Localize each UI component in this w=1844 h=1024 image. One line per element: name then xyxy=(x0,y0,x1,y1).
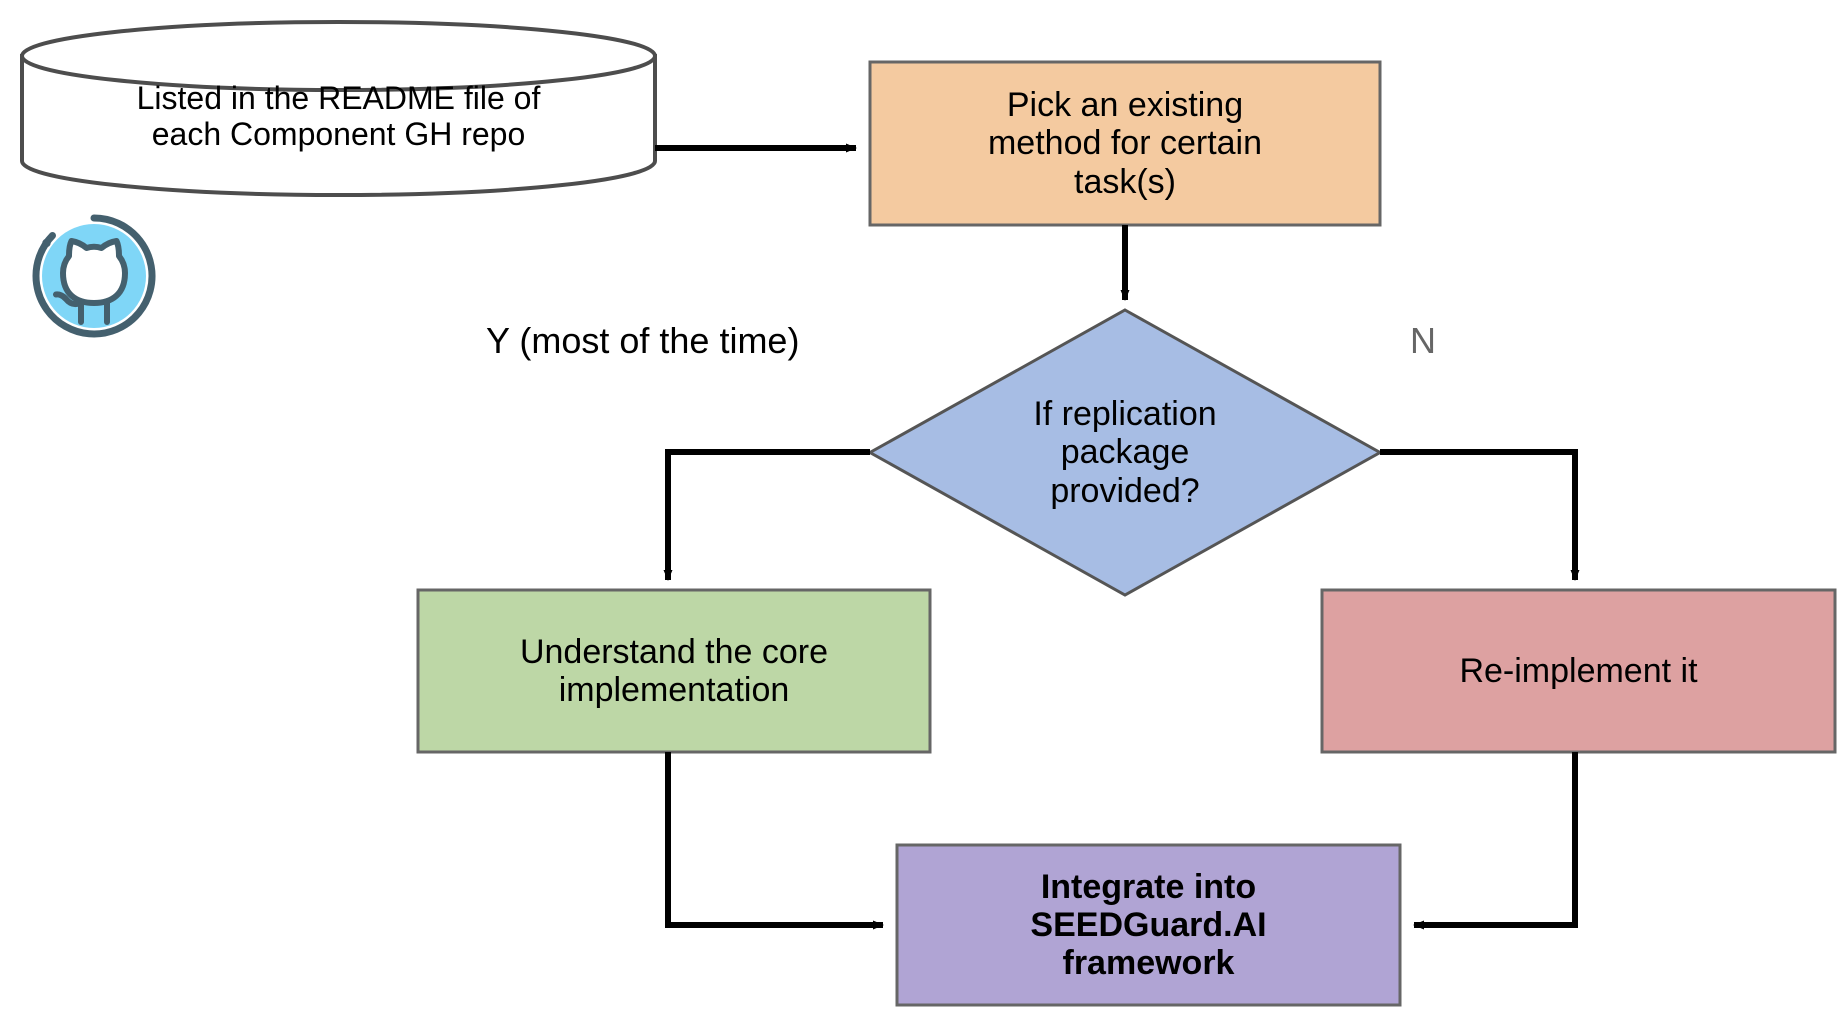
edge-core-to-integrate xyxy=(665,752,884,930)
edge-label-no: N xyxy=(1410,320,1436,361)
edge-decision-no xyxy=(1380,449,1580,581)
node-understand-core[interactable] xyxy=(416,588,932,754)
edge-label-yes: Y (most of the time) xyxy=(486,320,800,361)
github-icon-cat-head xyxy=(60,238,128,306)
node-replication-decision[interactable] xyxy=(866,308,1384,597)
edge-decision-yes xyxy=(663,449,870,581)
github-icon-cat-tail xyxy=(53,291,86,308)
cylinder-top xyxy=(20,20,657,92)
node-readme-source[interactable] xyxy=(20,20,657,197)
cylinder-body xyxy=(20,54,657,197)
github-icon-cat-legs xyxy=(78,300,110,325)
edge-reimplement-to-integrate xyxy=(1413,752,1578,930)
github-icon-ring-dot xyxy=(42,238,51,248)
node-integrate[interactable] xyxy=(895,843,1402,1007)
node-pick-method[interactable] xyxy=(868,60,1382,227)
github-icon-ring xyxy=(32,214,156,338)
node-reimplement[interactable] xyxy=(1320,588,1837,754)
github-icon xyxy=(32,214,156,338)
